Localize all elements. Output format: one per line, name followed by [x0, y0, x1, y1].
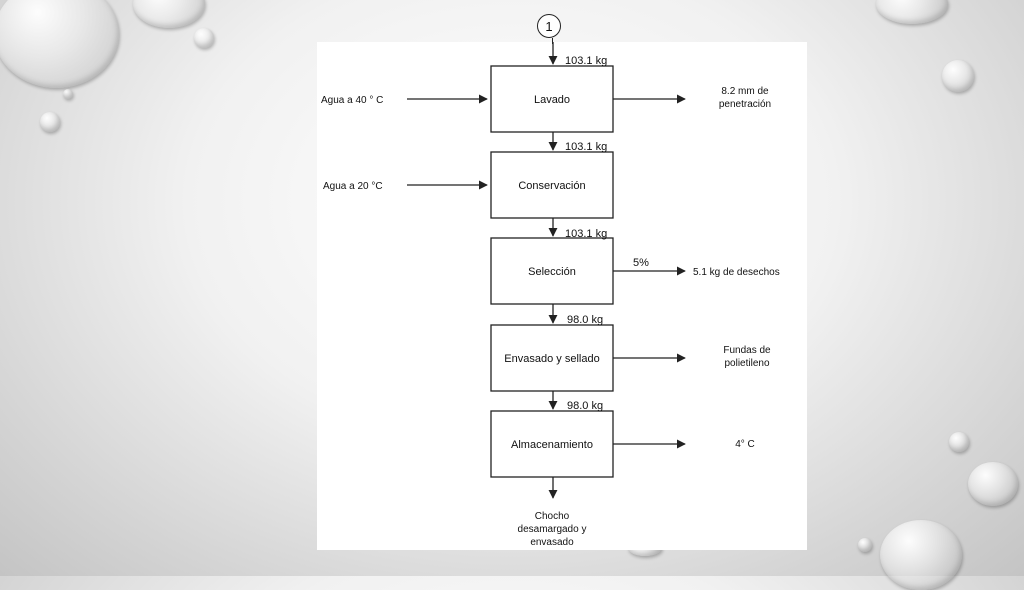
output-label-almacenamiento: 4° C — [735, 439, 755, 450]
process-flow-diagram: Lavado Conservación Selección Envasado y… — [317, 42, 807, 550]
water-drop-decoration — [0, 0, 119, 88]
step-label-lavado: Lavado — [534, 94, 570, 106]
output-label-lavado-2: penetración — [719, 99, 771, 110]
output-label-envasado-2: polietileno — [724, 358, 769, 369]
step-label-seleccion: Selección — [528, 266, 576, 278]
output-label-envasado-1: Fundas de — [723, 345, 771, 356]
flow-diagram-canvas: Lavado Conservación Selección Envasado y… — [321, 42, 780, 548]
mass-label-5: 98.0 kg — [567, 400, 603, 412]
water-drop-decoration — [880, 520, 962, 590]
final-product-line-1: Chocho — [535, 511, 570, 522]
mass-label-1: 103.1 kg — [565, 55, 607, 67]
input-label-conservacion: Agua a 20 °C — [323, 181, 383, 192]
mass-label-4: 98.0 kg — [567, 314, 603, 326]
step-box-envasado — [490, 324, 614, 392]
water-drop-decoration — [858, 538, 872, 552]
step-number-marker: 1 — [537, 14, 561, 38]
input-label-lavado: Agua a 40 ° C — [321, 95, 383, 106]
step-box-lavado — [490, 65, 614, 133]
marker-connector — [552, 38, 554, 44]
water-drop-decoration — [942, 60, 974, 92]
water-drop-decoration — [194, 28, 214, 48]
water-drop-decoration — [968, 462, 1018, 506]
water-drop-decoration — [63, 89, 73, 99]
step-box-seleccion — [490, 237, 614, 305]
water-drop-decoration — [949, 432, 969, 452]
step-label-envasado: Envasado y sellado — [504, 353, 599, 365]
step-label-conservacion: Conservación — [518, 180, 585, 192]
final-product-line-3: envasado — [530, 537, 574, 548]
water-drop-decoration — [876, 0, 948, 24]
water-drop-decoration — [40, 112, 60, 132]
mass-label-3: 103.1 kg — [565, 228, 607, 240]
output-label-lavado-1: 8.2 mm de — [721, 86, 769, 97]
output-label-seleccion: 5.1 kg de desechos — [693, 267, 780, 278]
step-box-conservacion — [490, 151, 614, 219]
water-drop-decoration — [133, 0, 205, 28]
final-product-line-2: desamargado y — [518, 524, 587, 535]
output-percent-seleccion: 5% — [633, 257, 649, 269]
step-number-text: 1 — [545, 18, 553, 34]
step-box-almacenamiento — [490, 410, 614, 478]
step-label-almacenamiento: Almacenamiento — [511, 439, 593, 451]
mass-label-2: 103.1 kg — [565, 141, 607, 153]
